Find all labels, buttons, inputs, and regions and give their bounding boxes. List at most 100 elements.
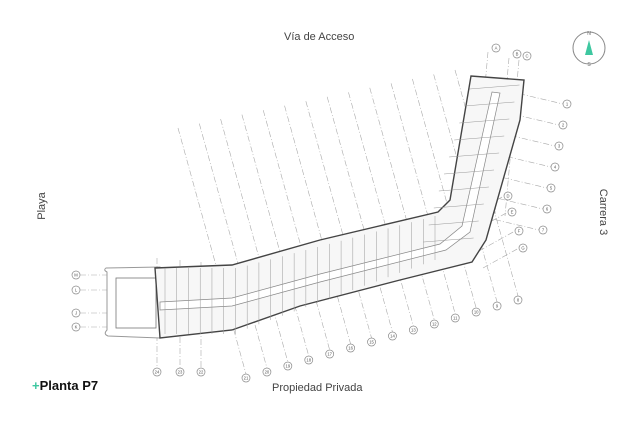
grid-line [454, 69, 519, 297]
grid-label: 23 [178, 370, 183, 375]
grid-line [412, 78, 477, 309]
grid-line [348, 92, 414, 327]
room-wall [449, 152, 500, 158]
grid-label: 24 [155, 370, 160, 375]
compass: N S [572, 31, 606, 68]
grid-label: 8 [517, 298, 520, 303]
compass-south: S [587, 62, 591, 68]
grid-bubble [550, 162, 560, 172]
grid-label: 7 [542, 228, 545, 233]
grid-bubble [429, 319, 439, 329]
grid-bubble [388, 331, 397, 341]
grid-label: M [74, 273, 78, 278]
grid-bubble [325, 349, 335, 359]
street-label-top: Vía de Acceso [284, 31, 355, 43]
plan-title-text: Planta P7 [39, 378, 99, 393]
grid-line [482, 247, 520, 269]
room-wall [438, 186, 489, 192]
grid-line [390, 83, 456, 315]
grid-label: 12 [432, 322, 437, 327]
grid-bubble [241, 373, 251, 383]
grid-label: K [75, 325, 78, 330]
grid-bubble [492, 301, 502, 311]
grid-bubble [283, 361, 293, 371]
grid-line [241, 114, 310, 357]
grid-label: 2 [562, 123, 565, 128]
grid-line [220, 118, 289, 363]
grid-line [177, 127, 247, 375]
room-partitions [164, 84, 520, 334]
street-label-bottom: Propiedad Privada [272, 382, 363, 394]
grid-line [326, 96, 393, 333]
grid-label: J [75, 311, 77, 316]
grid-bubble [538, 225, 548, 235]
grid-label: C [525, 54, 528, 59]
grid-line [471, 211, 509, 233]
grid-label: 10 [474, 310, 479, 315]
grid-label: 16 [348, 346, 353, 351]
grid-bubble [196, 367, 206, 377]
grid-bubble [491, 43, 501, 53]
grid-label: 6 [546, 207, 549, 212]
plan-title: +Planta P7 [32, 378, 98, 393]
grid-label: 13 [411, 328, 416, 333]
grid-bubble [503, 191, 513, 201]
street-label-right: Carrera 3 [597, 188, 609, 236]
room-wall [423, 237, 474, 243]
grid-bubble [507, 207, 517, 217]
grid-label: 15 [369, 340, 374, 345]
grid-label: G [521, 246, 524, 251]
grid-line [478, 230, 516, 252]
grid-label: 9 [496, 304, 499, 309]
grid-bubble [558, 120, 568, 130]
plus-icon: + [32, 378, 40, 393]
grid-label: 21 [244, 376, 249, 381]
grid-label: 14 [390, 334, 395, 339]
grid-bubble [542, 204, 552, 214]
grid-bubble [304, 355, 314, 365]
north-arrow-icon [585, 40, 593, 55]
grid-label: 11 [453, 316, 458, 321]
grid-bubble [71, 270, 81, 280]
grid-bubble [367, 337, 376, 347]
grid-label: 18 [306, 358, 311, 363]
building-outline [104, 75, 525, 339]
room-wall [469, 84, 520, 90]
room-wall [464, 101, 515, 107]
grid-line [262, 110, 330, 351]
grid-bubble [562, 99, 572, 109]
grid-label: 3 [558, 144, 561, 149]
room-wall [459, 118, 510, 124]
grid-bubble [554, 141, 564, 151]
grid-bubble [514, 226, 524, 236]
corridor [159, 91, 501, 311]
grid-line [199, 123, 268, 369]
grid-label: 20 [265, 370, 270, 375]
grid-bubble [512, 49, 522, 59]
grid-bubble [518, 243, 528, 253]
grid-label: 22 [199, 370, 204, 375]
grid-label: 4 [554, 165, 557, 170]
grid-label: D [506, 194, 509, 199]
grid-label: E [511, 210, 514, 215]
grid-label: 1 [566, 102, 569, 107]
grid-label: F [518, 229, 521, 234]
grid-label: 17 [327, 352, 332, 357]
grid-bubble [71, 322, 81, 332]
street-label-left: Playa [36, 192, 48, 220]
grid-bubble [471, 307, 481, 317]
grid-bubble [152, 367, 162, 377]
room-wall [443, 169, 495, 175]
grid-bubble [522, 51, 532, 61]
grid-label: 5 [550, 186, 553, 191]
grid-line [369, 87, 435, 321]
room-wall [454, 135, 505, 141]
grid-bubble [175, 367, 185, 377]
grid-line [284, 105, 351, 345]
grid-bubble [513, 295, 523, 305]
grid-label: A [495, 46, 498, 51]
room-wall [428, 220, 479, 226]
grid-bubble [409, 325, 418, 335]
